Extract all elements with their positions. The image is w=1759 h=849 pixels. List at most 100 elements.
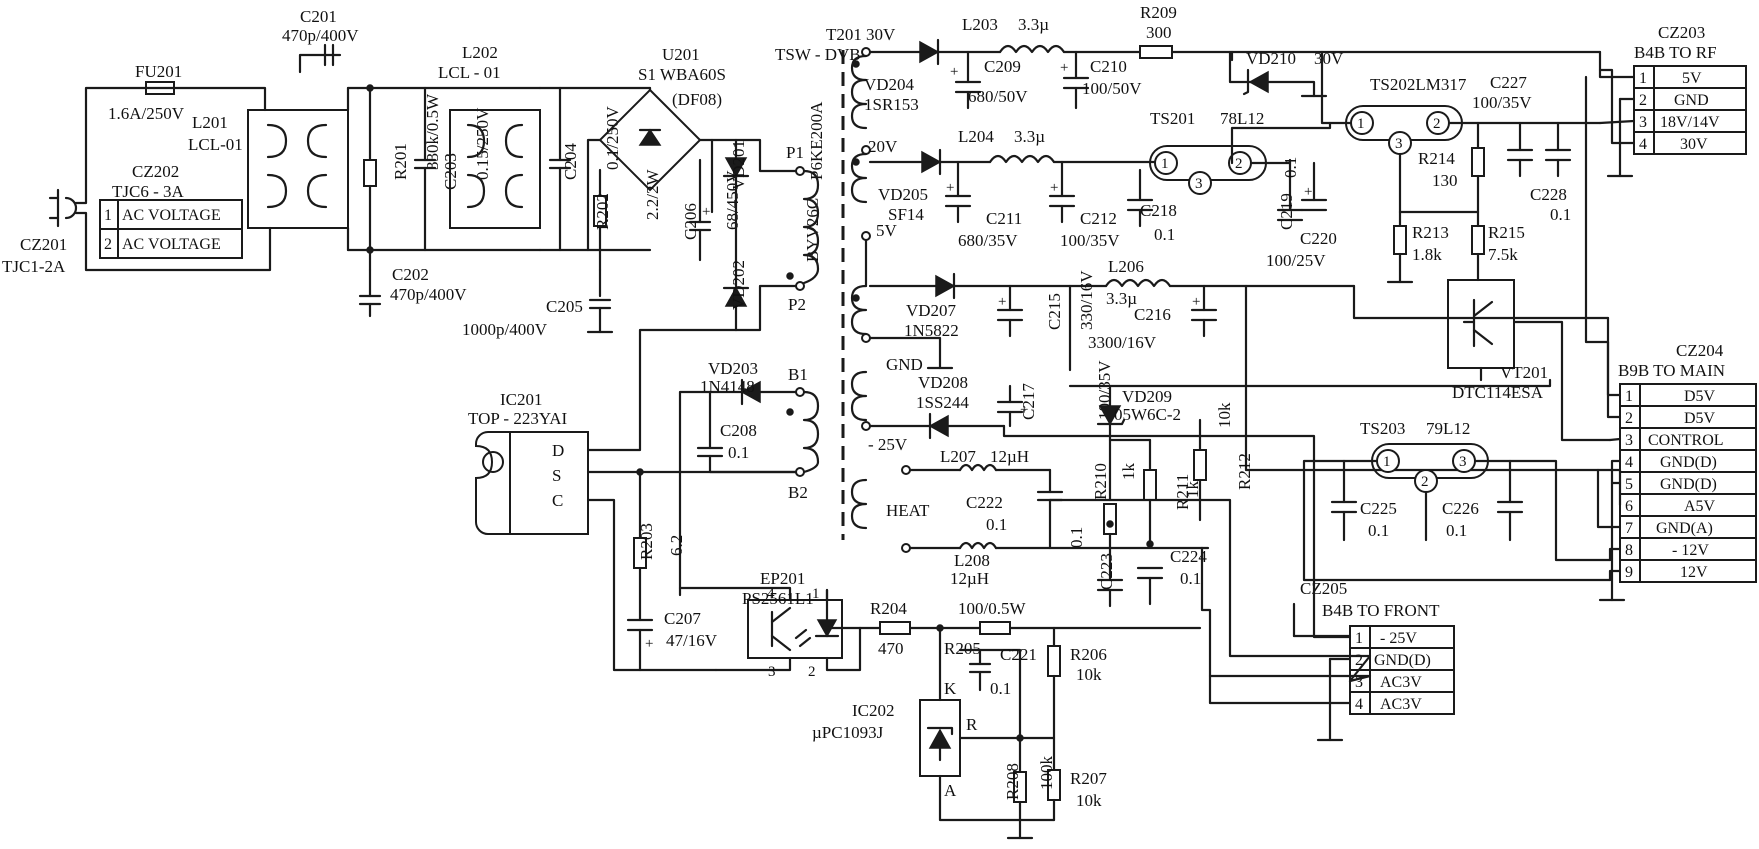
vd208-label: VD208 (918, 373, 968, 392)
c209-label: C209 (984, 57, 1021, 76)
c202-value: 470p/400V (390, 285, 467, 304)
cz203-title: CZ203 (1658, 23, 1705, 42)
c209-value: 680/50V (968, 87, 1028, 106)
c212-plus-sign: + (1050, 180, 1058, 196)
tap-5v: 5V (876, 221, 898, 240)
c212-value: 100/35V (1060, 231, 1120, 250)
ep201-label: EP201 (760, 569, 805, 588)
cz203-pin-4: 4 (1639, 136, 1647, 153)
ep201-pin-4: 4 (767, 586, 775, 602)
c225-value: 0.1 (1368, 521, 1389, 540)
b1-terminal: B1 (788, 365, 808, 384)
cz203-pin-3: 3 (1639, 114, 1647, 131)
cz205-subtitle: B4B TO FRONT (1322, 601, 1440, 620)
p1-terminal: P1 (786, 143, 804, 162)
c220-label: C220 (1300, 229, 1337, 248)
cz202-type: TJC6 - 3A (112, 182, 185, 201)
r208-value: 100k (1037, 756, 1056, 791)
cz205-name-1: - 25V (1380, 630, 1417, 647)
c208-label: C208 (720, 421, 757, 440)
ts203-79l12-stage: 1 3 2 TS203 79L12 C225 0.1 C226 0.1 (1302, 419, 1612, 582)
c224-label: C224 (1170, 547, 1207, 566)
cz205-pin-2: 2 (1355, 652, 1363, 669)
cz205-name-4: AC3V (1380, 696, 1422, 713)
cz204-pin-1: 1 (1625, 388, 1633, 405)
r205-value: 100/0.5W (958, 599, 1026, 618)
r215-value: 7.5k (1488, 245, 1518, 264)
cz203-table: CZ203 B4B TO RF 1 5V 2 GND 3 18V/14V 4 3… (1633, 23, 1747, 155)
vd209-label: VD209 (1122, 387, 1172, 406)
vd205-value: SF14 (888, 205, 924, 224)
c227-value: 100/35V (1472, 93, 1532, 112)
cz202-name-2: AC VOLTAGE (122, 236, 221, 253)
p2-terminal: P2 (788, 295, 806, 314)
cz204-name-5: GND(D) (1660, 476, 1717, 493)
c211-label: C211 (986, 209, 1022, 228)
c224-value: 0.1 (1180, 569, 1201, 588)
tap-30v: 30V (866, 25, 896, 44)
ep201-value: PS2561L1 (742, 589, 814, 608)
vd201-value: P6KE200A (807, 101, 826, 180)
vd208-value: 1SS244 (916, 393, 969, 412)
ic201-pin-d: D (552, 441, 564, 460)
ic202-pin-r: R (966, 715, 978, 734)
cz204-name-1: D5V (1684, 388, 1716, 405)
cz204-pin-3: 3 (1625, 432, 1633, 449)
tap-n25v: - 25V (868, 435, 908, 454)
c207-value: 47/16V (666, 631, 718, 650)
ic201-label: IC201 (500, 390, 543, 409)
ep201-pin-2: 2 (808, 664, 816, 680)
tap-heat: HEAT (886, 501, 930, 520)
vd209-value: 05W6C-2 (1114, 405, 1181, 424)
c203-value: 0.15/250V (473, 107, 492, 180)
u201-bridge-rectifier (598, 88, 702, 192)
c219-label: C219 (1277, 193, 1296, 230)
r201-resistor (363, 159, 377, 187)
cz205-name-2: GND(D) (1374, 652, 1431, 669)
cz204-subtitle: B9B TO MAIN (1618, 361, 1725, 380)
r212-resistor (1193, 449, 1207, 481)
c217-plus-sign: + (1020, 402, 1028, 418)
secondary-5v-rail: VD207 1N5822 L206 3.3µ + C215 330/16V + … (864, 238, 1622, 472)
r205-label: R205 (944, 639, 981, 658)
r204-label: R204 (870, 599, 907, 618)
c219-value: 0.1 (1281, 157, 1300, 178)
cz205-pin-3: 3 (1355, 674, 1363, 691)
cz203-pin-2: 2 (1639, 92, 1647, 109)
cz204-name-4: GND(D) (1660, 454, 1717, 471)
cz204-table: CZ204 B9B TO MAIN 1 D5V 2 D5V 3 CONTROL … (1618, 341, 1757, 583)
c211-value: 680/35V (958, 231, 1018, 250)
t201-label: T201 (826, 25, 862, 44)
ep201-pin-1: 1 (812, 586, 820, 602)
c211-plus-sign: + (946, 180, 954, 196)
r212-value: 10k (1215, 402, 1234, 428)
c223-value: 0.1 (1067, 527, 1086, 548)
c205-label: C205 (546, 297, 583, 316)
secondary-heat-rail: L207 12µH C222 0.1 L208 12µH (908, 447, 1372, 678)
r204-value: 470 (878, 639, 904, 658)
r206-resistor (1047, 645, 1061, 677)
l202-label: L202 (462, 43, 498, 62)
cz205-title: CZ205 (1300, 579, 1347, 598)
cz204-name-7: GND(A) (1656, 520, 1713, 537)
r214-label: R214 (1418, 149, 1455, 168)
cz204-pin-7: 7 (1625, 520, 1633, 537)
cz204-name-2: D5V (1684, 410, 1716, 427)
c218-label: C218 (1140, 201, 1177, 220)
u201-value: S1 WBA60S (638, 65, 726, 84)
c210-value: 100/50V (1082, 79, 1142, 98)
ep201-pin-3: 3 (768, 664, 776, 680)
vd210-value: 30V (1314, 49, 1344, 68)
ts201-pin-3: 3 (1195, 176, 1203, 192)
c215-plus-sign: + (998, 294, 1006, 310)
c202-label: C202 (392, 265, 429, 284)
cz204-name-3: CONTROL (1648, 432, 1724, 449)
r210-value: 1k (1119, 463, 1138, 481)
ts201-value: 78L12 (1220, 109, 1264, 128)
secondary-30v-rail: VD204 1SR153 L203 3.3µ R209 300 + + C209… (864, 3, 1612, 442)
r203-value: 6.2 (667, 535, 686, 556)
cz203-name-3: 18V/14V (1660, 114, 1720, 131)
c215-label: C215 (1045, 293, 1064, 330)
c206-label: C206 (681, 203, 700, 240)
r201-value: 330k/0.5W (423, 93, 442, 170)
